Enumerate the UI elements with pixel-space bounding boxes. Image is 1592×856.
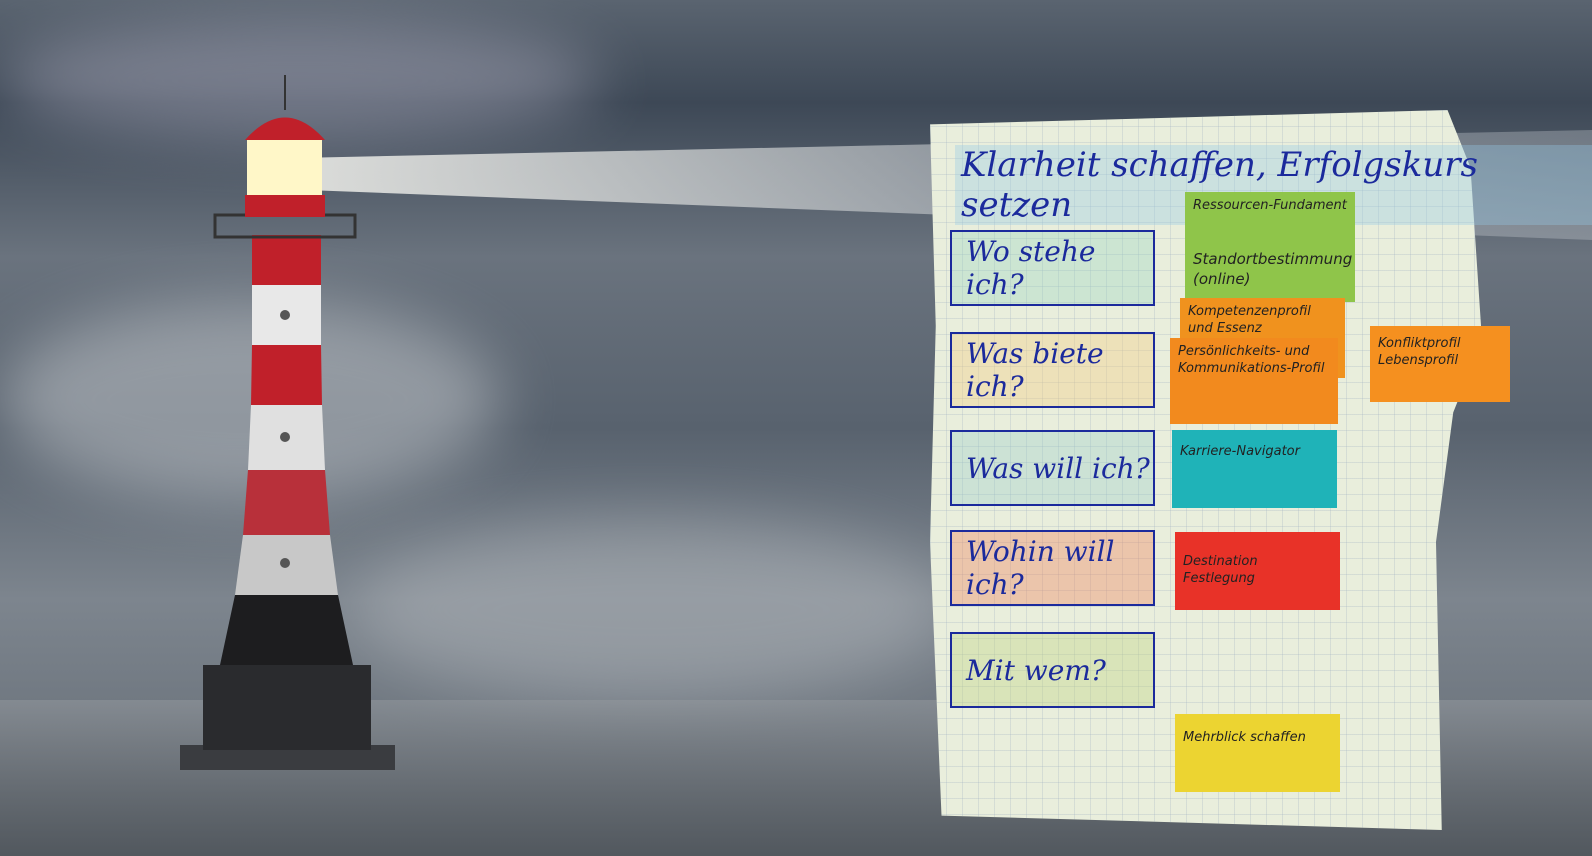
question-box: Wo stehe ich? xyxy=(950,230,1155,306)
question-box: Was biete ich? xyxy=(950,332,1155,408)
note-mehrblick: Mehrblick schaffen xyxy=(1175,714,1340,792)
note-karriere: Karriere-Navigator xyxy=(1172,430,1337,508)
note-persoenlich: Persönlichkeits- und Kommunikations-Prof… xyxy=(1170,338,1338,424)
question-box: Wohin will ich? xyxy=(950,530,1155,606)
note-standort: Standortbestimmung (online) xyxy=(1185,232,1355,302)
note-konflikt: Konfliktprofil Lebensprofil xyxy=(1370,326,1510,402)
cloud xyxy=(0,20,600,140)
note-ressourcen: Ressourcen-Fundament xyxy=(1185,192,1355,232)
question-box: Mit wem? xyxy=(950,632,1155,708)
question-box: Was will ich? xyxy=(950,430,1155,506)
cloud xyxy=(350,520,950,700)
lighthouse xyxy=(180,75,395,770)
note-destination: Destination Festlegung xyxy=(1175,532,1340,610)
